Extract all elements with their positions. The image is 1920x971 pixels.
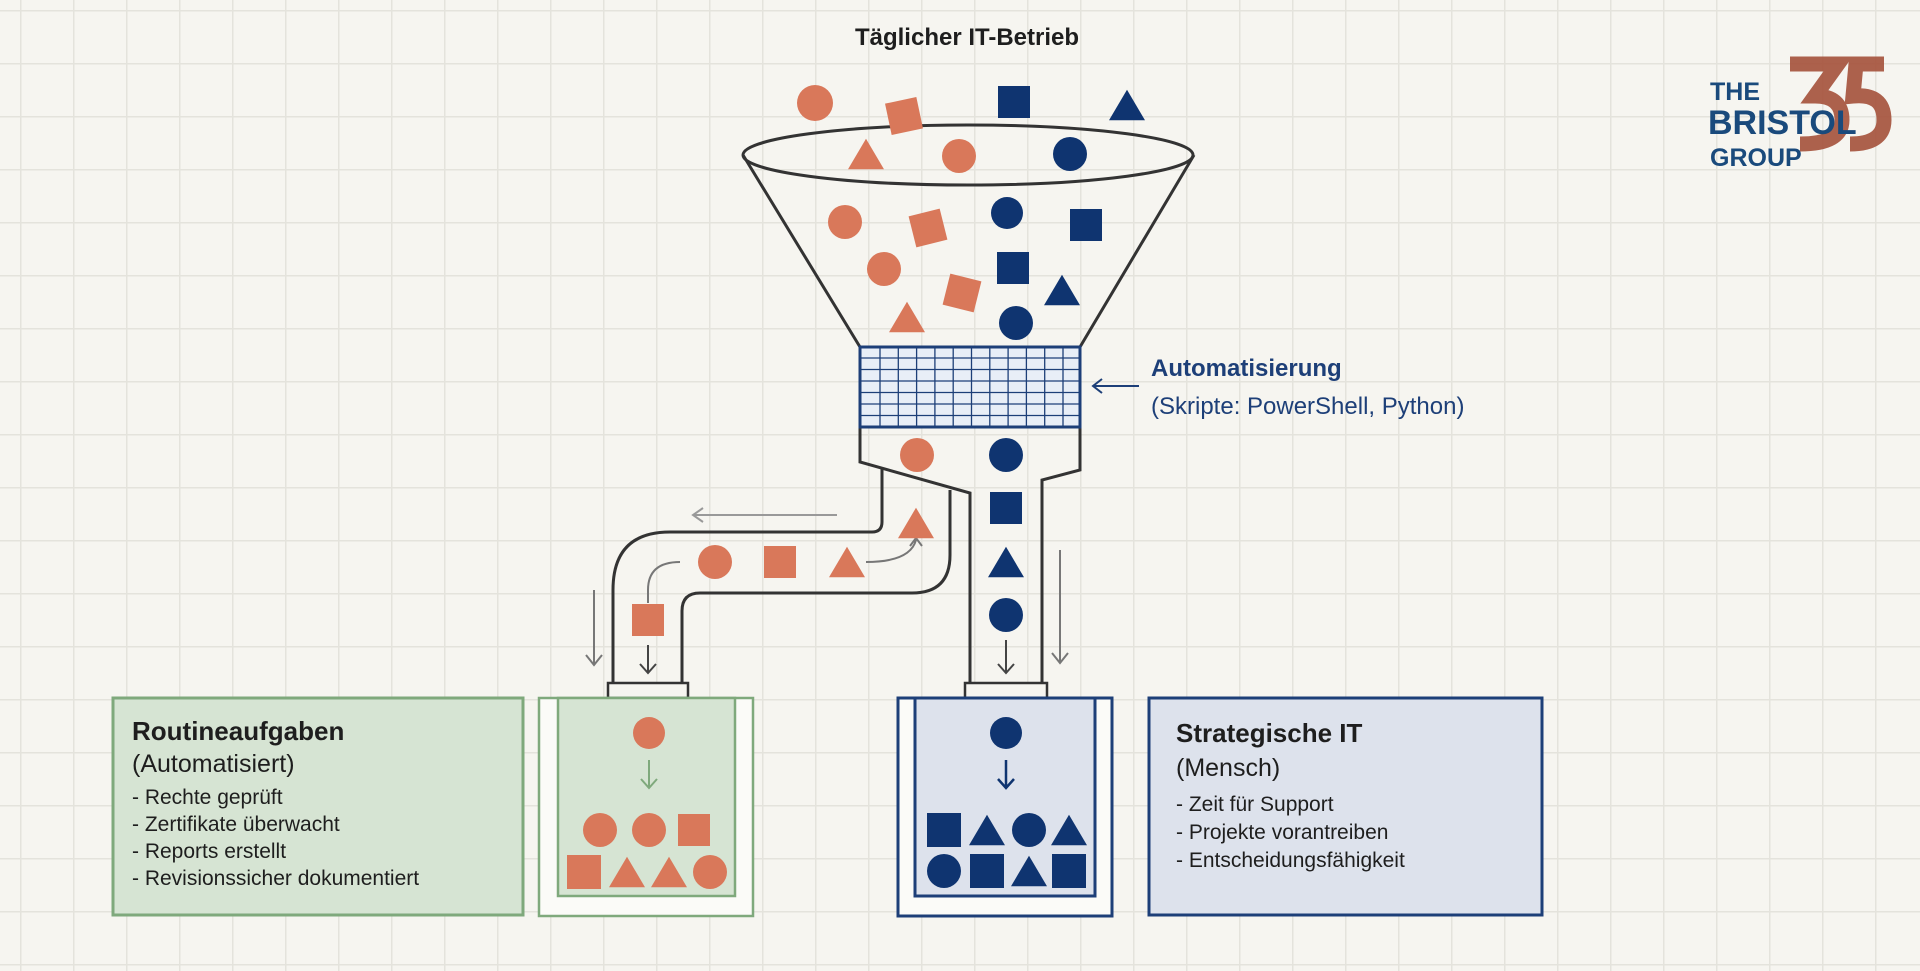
- strategic-subtitle: (Mensch): [1176, 754, 1280, 782]
- diagram-title: Täglicher IT-Betrieb: [855, 24, 1079, 51]
- automation-label: Automatisierung: [1151, 355, 1342, 382]
- square-shape: [990, 492, 1022, 524]
- triangle-shape: [848, 138, 884, 170]
- triangle-shape: [651, 856, 687, 888]
- task-shapes: [567, 85, 1145, 889]
- arrow-left-icon: [691, 507, 837, 523]
- arrow-down-icon: [997, 760, 1015, 790]
- triangle-shape: [1011, 855, 1047, 887]
- circle-shape: [583, 813, 617, 847]
- square-shape: [998, 86, 1030, 118]
- square-shape: [885, 97, 923, 135]
- funnel-cone: [741, 154, 1196, 348]
- funnel-neck-right: [1040, 427, 1082, 683]
- circle-shape: [942, 139, 976, 173]
- routine-title: Routineaufgaben: [132, 716, 344, 746]
- square-shape: [997, 252, 1029, 284]
- strategic-item: - Entscheidungsfähigkeit: [1176, 849, 1405, 872]
- logo-group: GROUP: [1710, 144, 1802, 172]
- strategic-box: [1147, 696, 1544, 917]
- arrow-down-icon: [640, 760, 658, 790]
- circle-shape: [1053, 137, 1087, 171]
- arrow-down-icon: [585, 590, 603, 667]
- triangle-shape: [988, 546, 1024, 578]
- arrow-down-icon: [639, 645, 657, 675]
- triangle-shape: [969, 814, 1005, 846]
- circle-shape: [698, 545, 732, 579]
- logo-number-35-graphic: [1790, 56, 1892, 152]
- square-shape: [764, 546, 796, 578]
- logo-bristol: BRISTOL: [1708, 104, 1857, 142]
- arrow-down-icon: [997, 640, 1015, 675]
- routine-item: - Reports erstellt: [132, 840, 286, 863]
- automation-sublabel: (Skripte: PowerShell, Python): [1151, 393, 1464, 420]
- left-pipe-collar: [606, 681, 690, 700]
- arrow-left-icon: [1091, 378, 1139, 394]
- routine-item: - Zertifikate überwacht: [132, 813, 340, 836]
- triangle-shape: [1051, 814, 1087, 846]
- routine-subtitle: (Automatisiert): [132, 750, 295, 778]
- right-pipe-collar: [963, 681, 1049, 700]
- circle-shape: [900, 438, 934, 472]
- triangle-shape: [898, 507, 934, 539]
- square-shape: [1070, 209, 1102, 241]
- logo-the: THE: [1710, 78, 1760, 106]
- square-shape: [1052, 854, 1086, 888]
- bristol-group-logo: THE BRISTOL GROUP: [1708, 56, 1892, 172]
- circle-shape: [867, 252, 901, 286]
- circle-shape: [828, 205, 862, 239]
- square-shape: [908, 208, 948, 248]
- triangle-shape: [829, 546, 865, 578]
- strategic-item: - Zeit für Support: [1176, 793, 1334, 816]
- strategic-title: Strategische IT: [1176, 718, 1363, 748]
- funnel-neck-left: [858, 427, 972, 683]
- pipe-inner-wall: [680, 490, 952, 683]
- circle-shape: [990, 717, 1022, 749]
- square-shape: [678, 814, 710, 846]
- pipe-outer-wall: [611, 468, 884, 683]
- circle-shape: [633, 717, 665, 749]
- arrow-down-icon: [1051, 550, 1069, 665]
- strategic-item: - Projekte vorantreiben: [1176, 821, 1388, 844]
- circle-shape: [927, 854, 961, 888]
- routine-box: [111, 696, 525, 917]
- circle-shape: [989, 438, 1023, 472]
- triangle-shape: [1109, 89, 1145, 121]
- routine-item: - Revisionssicher dokumentiert: [132, 867, 419, 890]
- circle-shape: [632, 813, 666, 847]
- triangle-shape: [889, 301, 925, 333]
- triangle-shape: [609, 856, 645, 888]
- funnel-rim: [741, 123, 1195, 187]
- circle-shape: [1012, 813, 1046, 847]
- routine-item: - Rechte geprüft: [132, 786, 283, 809]
- circle-shape: [797, 85, 833, 121]
- square-shape: [632, 604, 664, 636]
- square-shape: [942, 273, 982, 313]
- automation-filter: [858, 345, 1082, 429]
- circle-shape: [989, 598, 1023, 632]
- circle-shape: [999, 306, 1033, 340]
- circle-shape: [693, 855, 727, 889]
- square-shape: [567, 855, 601, 889]
- triangle-shape: [1044, 274, 1080, 306]
- square-shape: [927, 813, 961, 847]
- funnel: [611, 154, 1196, 683]
- circle-shape: [991, 197, 1023, 229]
- square-shape: [970, 854, 1004, 888]
